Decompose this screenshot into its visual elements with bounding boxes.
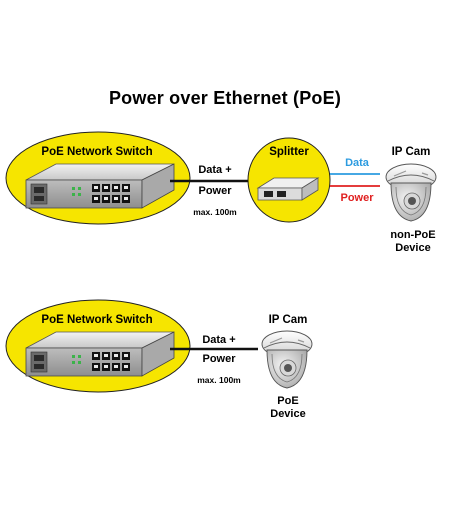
splitter-icon xyxy=(256,177,320,201)
power-label: Power xyxy=(340,192,374,204)
switch-label: PoE Network Switch xyxy=(41,146,152,158)
device-label: Device xyxy=(395,242,430,254)
link-data-label: Data + xyxy=(202,334,235,346)
splitter-label: Splitter xyxy=(269,146,309,158)
data-label: Data xyxy=(345,157,370,169)
device-type-label: PoE xyxy=(277,395,298,407)
distance-label: max. 100m xyxy=(197,375,241,385)
device-type-label: non-PoE xyxy=(390,229,435,241)
link-power-label: Power xyxy=(202,353,236,365)
page-title: Power over Ethernet (PoE) xyxy=(108,88,342,108)
diagram-1: PoE Network Switch Data + Power max. 100… xyxy=(5,131,437,254)
dome-camera-icon xyxy=(261,330,313,389)
camera-label: IP Cam xyxy=(269,314,308,326)
network-switch-icon xyxy=(25,163,175,209)
network-switch-icon xyxy=(25,331,175,377)
camera-label: IP Cam xyxy=(392,146,431,158)
link-power-label: Power xyxy=(198,185,232,197)
diagram-2: PoE Network Switch Data + Power max. 100… xyxy=(5,299,313,420)
device-label: Device xyxy=(270,408,305,420)
link-data-label: Data + xyxy=(198,164,231,176)
distance-label: max. 100m xyxy=(193,207,237,217)
dome-camera-icon xyxy=(385,163,437,222)
switch-label: PoE Network Switch xyxy=(41,314,152,326)
